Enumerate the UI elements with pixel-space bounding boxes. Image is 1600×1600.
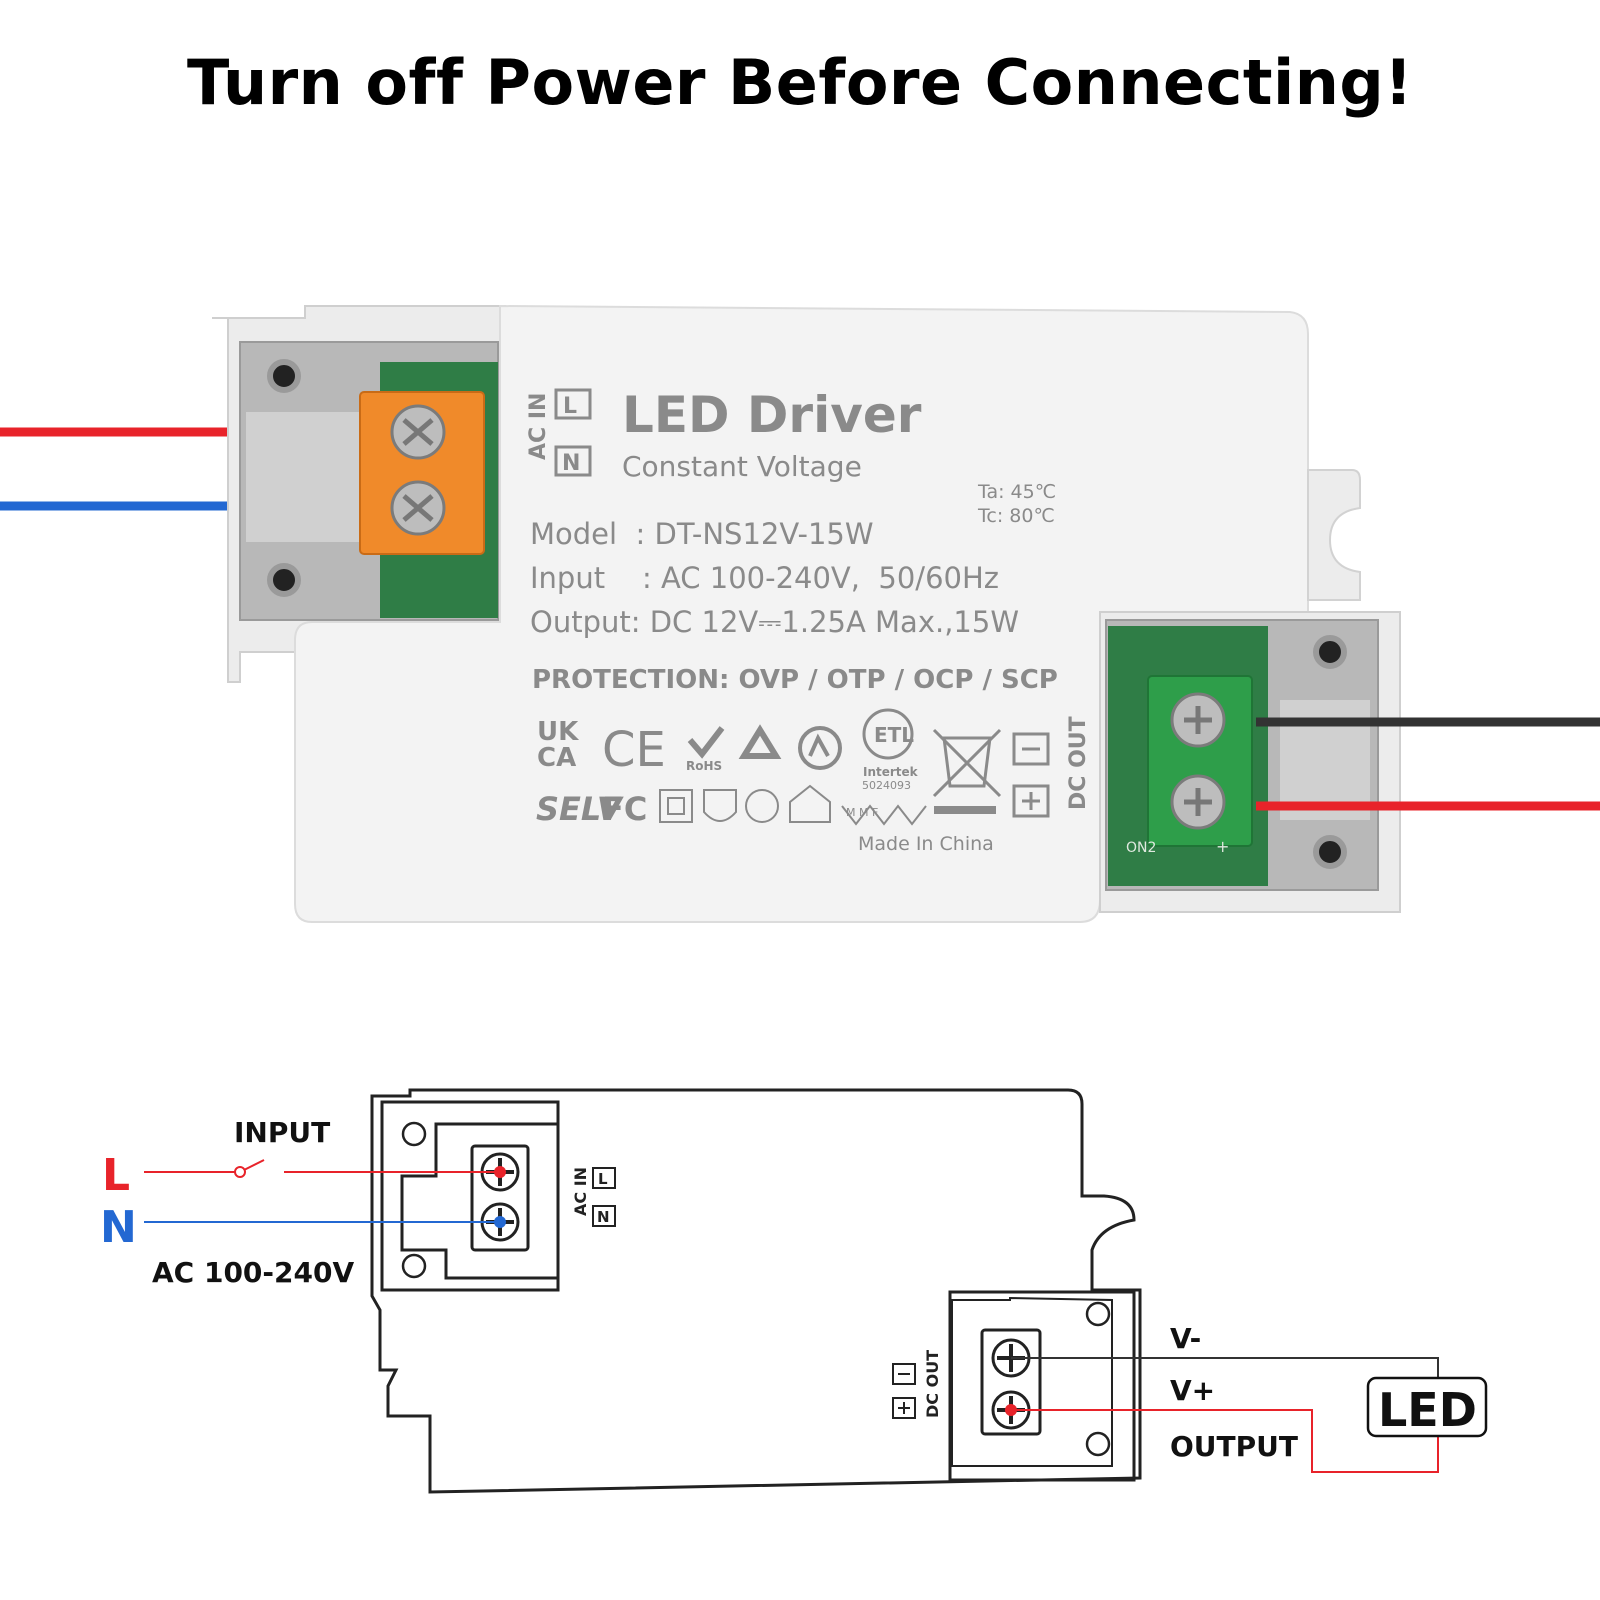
diagram-positive-dot — [1005, 1404, 1017, 1416]
intertek-number: 5024093 — [862, 779, 911, 792]
diagram-n-box-label: N — [597, 1208, 610, 1226]
diagram-positive-wire — [1011, 1409, 1439, 1473]
right-screw-hole-top — [1313, 635, 1347, 669]
ac-in-label: AC IN — [526, 393, 551, 460]
rohs-mark: RoHS — [686, 759, 722, 773]
product-subtitle: Constant Voltage — [622, 450, 862, 483]
led-driver-photo: ON2 + AC IN L N LED Driver Constant Volt… — [0, 304, 1600, 923]
diagram-l-label: L — [102, 1150, 130, 1201]
diagram-dc-plus-box — [892, 1397, 916, 1419]
pcb-mark: ON2 — [1126, 840, 1156, 856]
rohs-check-icon — [687, 726, 725, 759]
diagram-output-terminal — [980, 1328, 1042, 1436]
weee-bin-icon — [932, 728, 1002, 814]
n-terminal-box — [554, 445, 592, 477]
ukca-mark-bottom: CA — [537, 743, 576, 773]
dc-out-label: DC OUT — [1066, 716, 1091, 810]
mmf-mark: M M F — [846, 806, 878, 819]
diagram-ac-in-label: AC IN — [571, 1167, 590, 1216]
ukca-mark-top: UK — [537, 717, 579, 747]
dc-minus-box — [1012, 732, 1050, 766]
diagram-switch-lever — [243, 1159, 265, 1171]
diagram-dc-out-label: DC OUT — [923, 1350, 942, 1418]
product-title: LED Driver — [622, 386, 922, 444]
diagram-ac-range: AC 100-240V — [152, 1256, 354, 1289]
right-screw-hole-bottom — [1313, 835, 1347, 869]
diagram-led-label: LED — [1378, 1383, 1477, 1437]
recycle-icon — [738, 724, 782, 759]
pcb-plus-mark: + — [1216, 837, 1229, 856]
diagram-l-box — [592, 1167, 616, 1189]
l-terminal-label: L — [563, 394, 577, 419]
driver-housing — [294, 304, 1309, 923]
fcc-mark: FC — [602, 790, 647, 828]
input-spec-line: Input : AC 100-240V, 50/60Hz — [530, 561, 999, 595]
diagram-output-label: OUTPUT — [1170, 1430, 1298, 1463]
diagram-switch-pivot — [234, 1166, 246, 1178]
diagram-l-box-label: L — [598, 1170, 608, 1188]
left-screw-hole-top — [267, 359, 301, 393]
diagram-right-hole-top — [1085, 1301, 1111, 1327]
diagram-left-cap-inner — [380, 1100, 560, 1292]
ce-mark: CE — [602, 722, 666, 778]
intertek-mark: Intertek — [863, 765, 919, 779]
selv-mark: SELV — [536, 790, 624, 828]
l-terminal-box — [554, 388, 592, 420]
diagram-left-hole-bottom — [401, 1253, 427, 1279]
model-line: Model : DT-NS12V-15W — [530, 517, 874, 551]
ta-rating: Ta: 45℃ — [977, 481, 1056, 503]
dc-plus-box — [1012, 784, 1050, 818]
left-screw-hole-bottom — [267, 563, 301, 597]
tuv-mark-icon — [798, 726, 842, 770]
diagram-right-hole-bottom — [1085, 1431, 1111, 1457]
furniture-mounting-icon — [841, 804, 927, 826]
output-spec-line: Output: DC 12V⎓1.25A Max.,15W — [530, 605, 1019, 639]
diagram-left-bay — [400, 1122, 560, 1280]
diagram-live-dot — [494, 1166, 506, 1178]
diagram-negative-wire — [1011, 1357, 1439, 1378]
diagram-neutral-dot — [494, 1216, 506, 1228]
made-in-label: Made In China — [858, 833, 994, 855]
diagram-right-cap — [948, 1290, 1136, 1482]
transformer-icon — [745, 789, 779, 823]
diagram-input-terminal — [470, 1144, 530, 1252]
indoor-use-icon — [789, 784, 831, 823]
diagram-housing-outline — [370, 1088, 1142, 1494]
etl-mark-icon — [862, 708, 914, 760]
diagram-v-plus: V+ — [1170, 1374, 1215, 1407]
diagram-n-label: N — [100, 1202, 137, 1253]
diagram-n-box — [592, 1205, 616, 1227]
right-mounting-tab — [1307, 469, 1361, 601]
shield-icon — [703, 789, 737, 822]
double-insulation-icon — [659, 789, 693, 823]
diagram-dc-minus-box — [892, 1363, 916, 1385]
protection-line: PROTECTION: OVP / OTP / OCP / SCP — [532, 665, 1058, 695]
wiring-diagram: AC IN L N INPUT L N AC 100-240V DC OUT — [100, 1088, 1488, 1494]
diagram-v-minus: V- — [1170, 1322, 1201, 1355]
left-bay-wall — [246, 412, 362, 542]
warning-heading: Turn off Power Before Connecting! — [186, 46, 1413, 119]
diagram-left-hole-top — [401, 1121, 427, 1147]
certification-marks: UK CA CE RoHS ETL Intertek 5024093 DC — [536, 708, 1091, 855]
tc-rating: Tc: 80℃ — [977, 505, 1055, 527]
n-terminal-label: N — [562, 451, 580, 476]
diagram-right-bay — [951, 1296, 1113, 1467]
diagram-led-box — [1366, 1376, 1488, 1438]
etl-letters: ETL — [874, 723, 914, 747]
diagram-input-label: INPUT — [234, 1116, 330, 1149]
